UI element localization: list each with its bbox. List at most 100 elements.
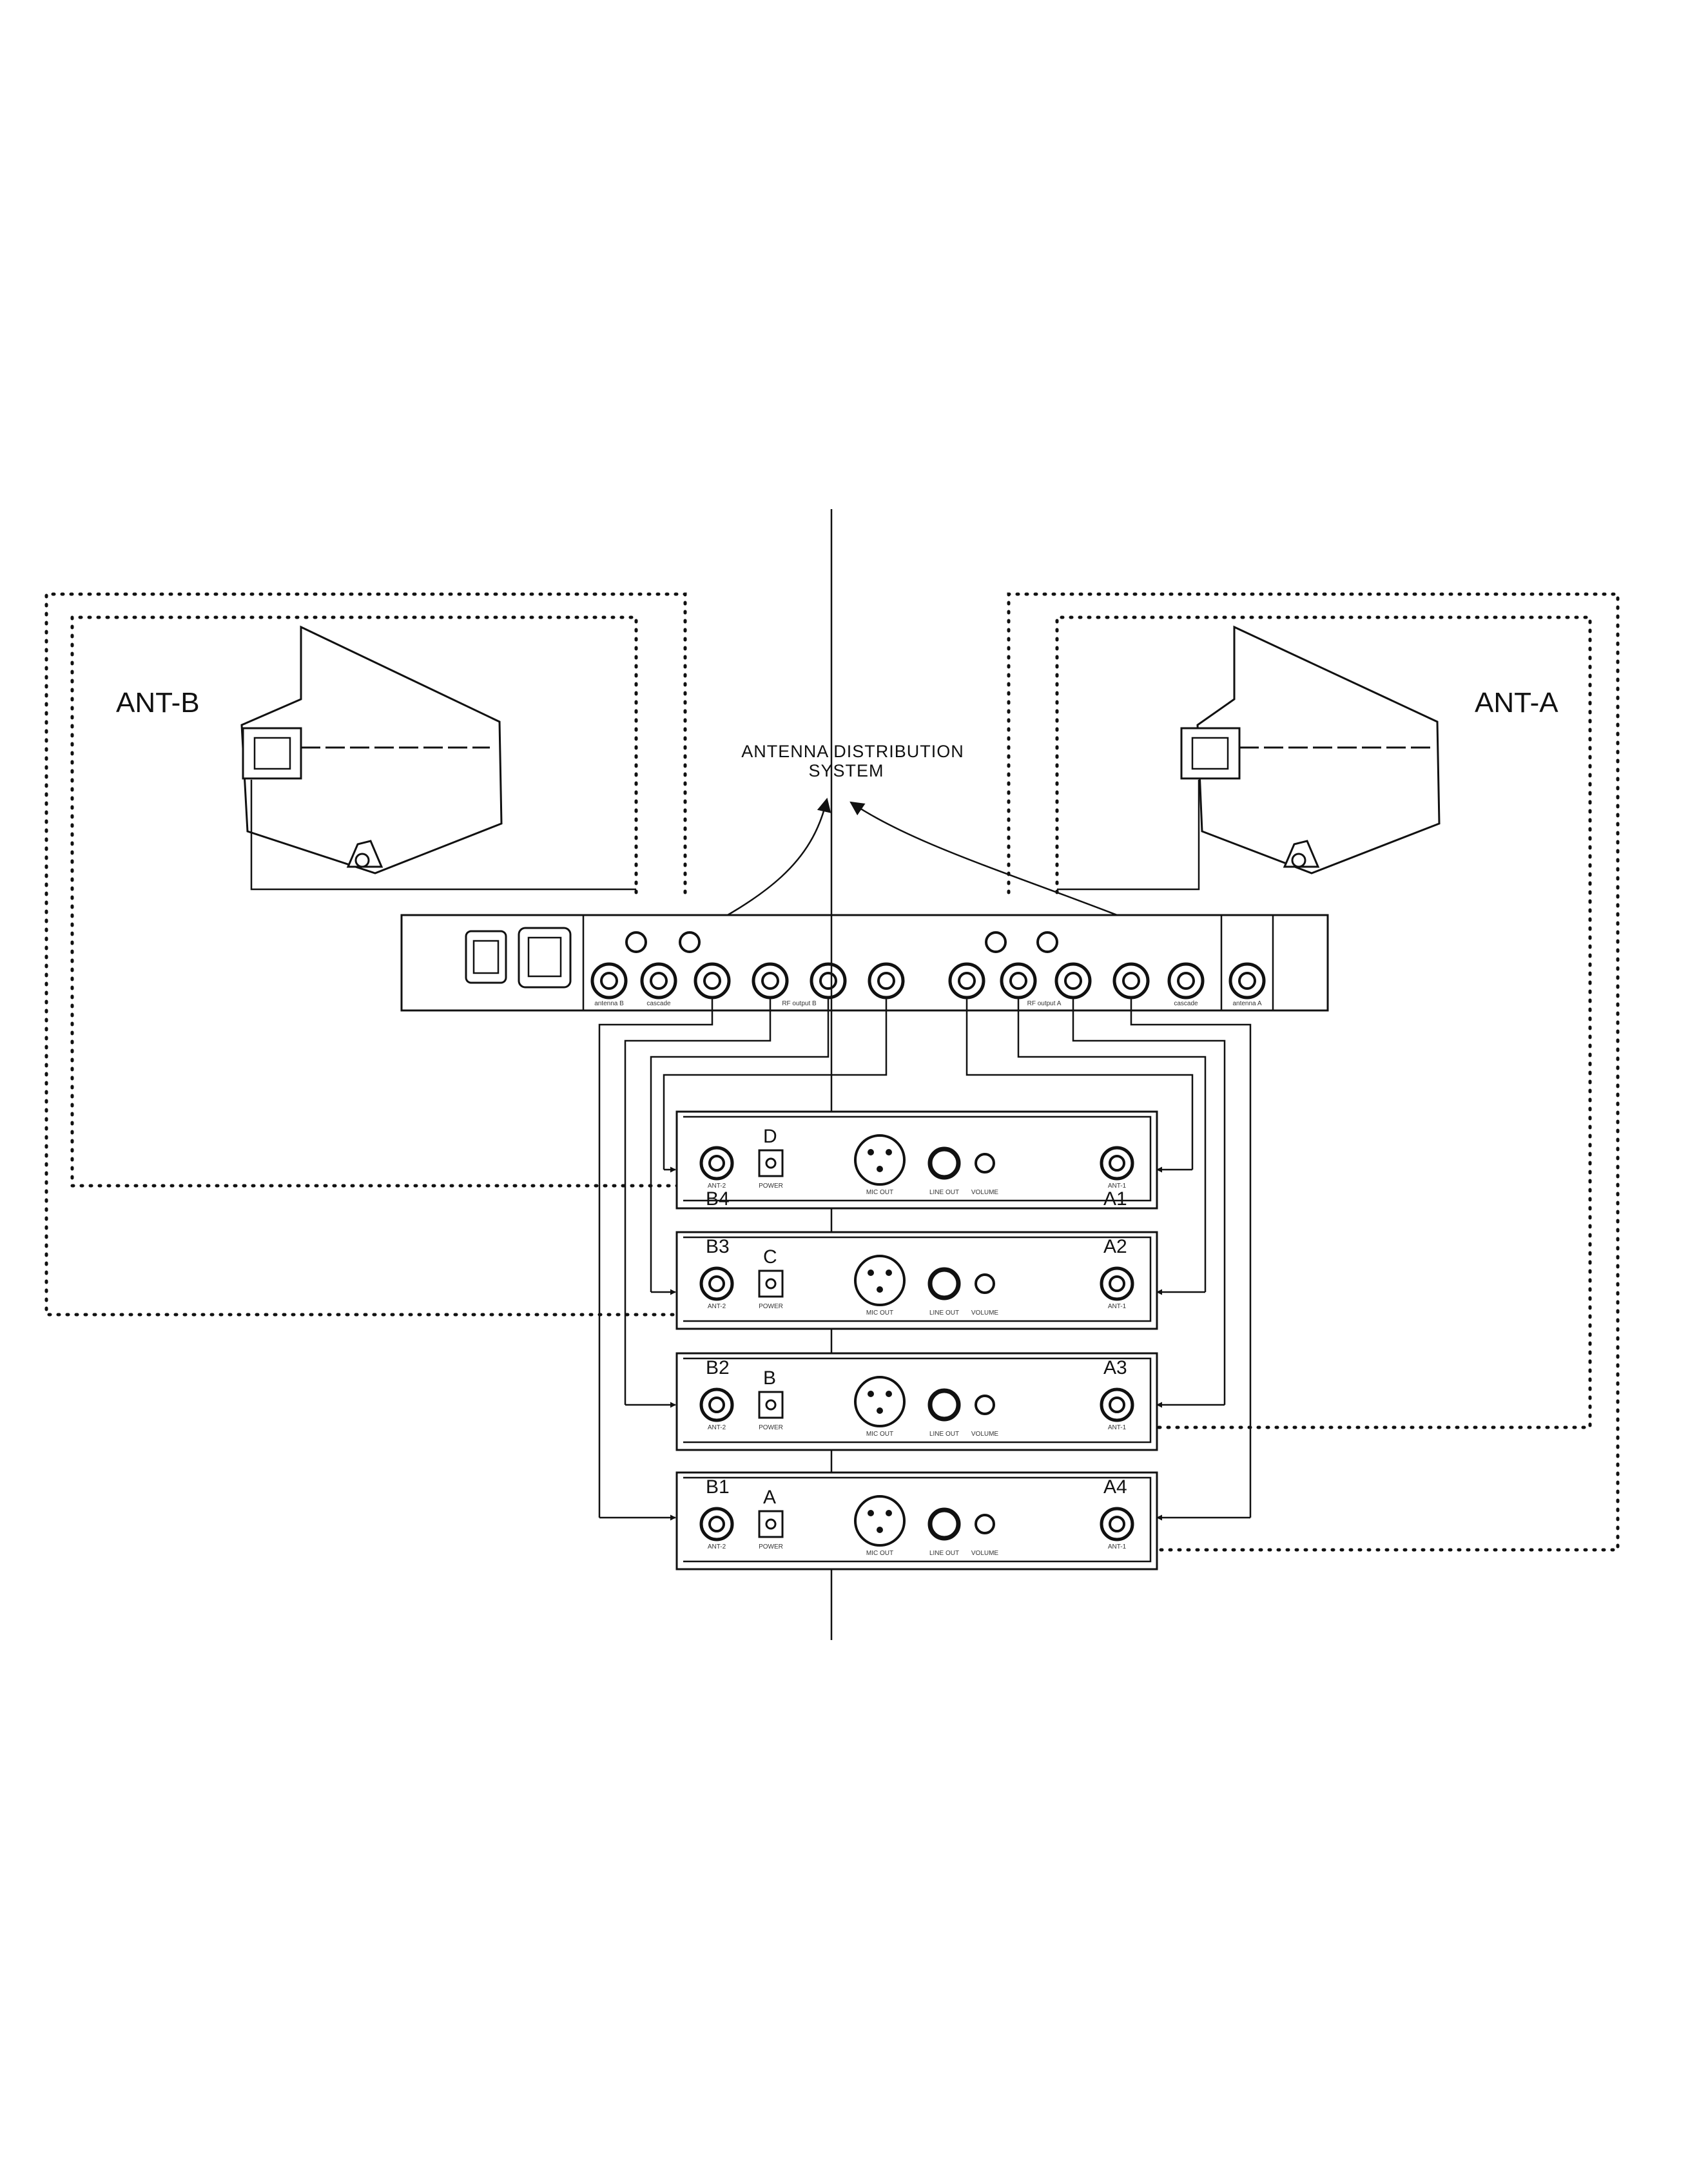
volume-knob-icon — [975, 1273, 995, 1294]
ant2-connector-core-icon — [708, 1155, 725, 1172]
receiver-front-panel — [683, 1115, 1152, 1202]
ant2-connector-core-icon — [708, 1396, 725, 1413]
ant1-label: ANT-1 — [1108, 1303, 1127, 1310]
receiver-left-id: B1 — [706, 1476, 730, 1498]
receiver-left-id: B2 — [706, 1357, 730, 1378]
mic-out-label: MIC OUT — [866, 1309, 893, 1317]
antenna-b-icon — [240, 625, 636, 891]
volume-knob-icon — [975, 1395, 995, 1415]
antenna-a-label: ANT-A — [1475, 687, 1558, 719]
iec-socket-icon — [518, 927, 572, 989]
receiver-right-id: A3 — [1103, 1357, 1127, 1378]
antenna-b-label: ANT-B — [116, 687, 200, 719]
xlr-pin-icon — [877, 1527, 883, 1533]
xlr-pin-icon — [886, 1270, 892, 1276]
volume-label: VOLUME — [971, 1189, 999, 1196]
mic-out-label: MIC OUT — [866, 1189, 893, 1196]
power-label: POWER — [759, 1183, 783, 1190]
receiver-power-id: C — [763, 1246, 777, 1268]
power-jack-icon — [758, 1510, 784, 1538]
ant2-connector-core-icon — [708, 1516, 725, 1532]
xlr-pin-icon — [868, 1270, 874, 1276]
ant2-connector-core-icon — [708, 1275, 725, 1292]
receiver-unit: B1 A4A ANT-2 POWER MIC OUT LINE OUT VOLUME ANT-… — [675, 1471, 1158, 1570]
line-out-label: LINE OUT — [929, 1550, 959, 1557]
power-jack-hole-icon — [765, 1399, 777, 1411]
receiver-body — [675, 1110, 1158, 1210]
xlr-pin-icon — [886, 1149, 892, 1155]
receiver-body — [675, 1352, 1158, 1451]
mic-out-xlr-icon — [854, 1134, 906, 1186]
volume-knob-icon — [975, 1514, 995, 1534]
ant2-label: ANT-2 — [708, 1424, 726, 1431]
ant1-connector-core-icon — [1109, 1516, 1125, 1532]
receiver-power-id: B — [763, 1367, 776, 1389]
ant1-label: ANT-1 — [1108, 1183, 1127, 1190]
power-jack-hole-icon — [765, 1157, 777, 1169]
power-label: POWER — [759, 1543, 783, 1550]
distribution-title-line1: ANTENNA DISTRIBUTION — [741, 742, 964, 761]
receiver-front-panel — [683, 1476, 1152, 1563]
xlr-pin-icon — [868, 1510, 874, 1516]
power-inlet-icon — [465, 930, 507, 984]
ant1-label: ANT-1 — [1108, 1424, 1127, 1431]
xlr-pin-icon — [877, 1166, 883, 1172]
ant1-connector-core-icon — [1109, 1155, 1125, 1172]
xlr-pin-icon — [877, 1286, 883, 1293]
power-label: POWER — [759, 1303, 783, 1310]
rack-cascade-b-label: cascade — [646, 1000, 671, 1007]
line-out-label: LINE OUT — [929, 1431, 959, 1438]
receiver-unit: B3 A2 C ANT-2 POWER MIC OUT LINE OUT VOLUME ANT-… — [675, 1231, 1158, 1330]
distribution-rack-unit: antenna B cascade RF output B RF output … — [400, 914, 1329, 1012]
mic-out-label: MIC OUT — [866, 1431, 893, 1438]
receiver-body — [675, 1471, 1158, 1570]
receiver-front-panel — [683, 1357, 1152, 1444]
mic-out-xlr-icon — [854, 1255, 906, 1306]
volume-label: VOLUME — [971, 1309, 999, 1317]
volume-knob-icon — [975, 1153, 995, 1173]
line-out-jack-icon — [927, 1388, 961, 1422]
mic-out-label: MIC OUT — [866, 1550, 893, 1557]
receiver-right-id: A1 — [1103, 1188, 1127, 1210]
power-jack-hole-icon — [765, 1278, 777, 1289]
antenna-a-outer-feed — [1007, 592, 1620, 1552]
ant2-label: ANT-2 — [708, 1303, 726, 1310]
line-out-jack-icon — [927, 1267, 961, 1300]
xlr-pin-icon — [877, 1407, 883, 1414]
rack-connectors-icon — [590, 931, 1266, 1000]
rack-rf-output-b-label: RF output B — [782, 1000, 817, 1007]
volume-label: VOLUME — [971, 1550, 999, 1557]
receiver-right-id: A4 — [1103, 1476, 1127, 1498]
receiver-front-panel — [683, 1236, 1152, 1322]
cables-b-side — [598, 998, 888, 1521]
receiver-left-id: B3 — [706, 1236, 730, 1257]
power-jack-hole-icon — [765, 1518, 777, 1530]
receiver-power-id: D — [763, 1126, 777, 1147]
receiver-right-id: A2 — [1103, 1236, 1127, 1257]
antenna-b-inner-feed — [70, 615, 730, 1188]
rack-antenna-a-label: antenna A — [1232, 1000, 1261, 1007]
line-out-label: LINE OUT — [929, 1189, 959, 1196]
xlr-pin-icon — [886, 1510, 892, 1516]
ant2-label: ANT-2 — [708, 1183, 726, 1190]
mic-out-xlr-icon — [854, 1495, 906, 1547]
line-out-jack-icon — [927, 1507, 961, 1541]
power-jack-icon — [758, 1149, 784, 1177]
receiver-unit: B2 A3 B ANT-2 POWER MIC OUT LINE OUT VOLUME ANT-… — [675, 1352, 1158, 1451]
antenna-b-outer-feed — [44, 592, 721, 1317]
mic-out-xlr-icon — [854, 1376, 906, 1427]
xlr-pin-icon — [868, 1391, 874, 1397]
receiver-body — [675, 1231, 1158, 1330]
cables-a-side — [966, 998, 1252, 1521]
receiver-power-id: A — [763, 1487, 776, 1508]
ant1-connector-core-icon — [1109, 1275, 1125, 1292]
volume-label: VOLUME — [971, 1431, 999, 1438]
ant2-label: ANT-2 — [708, 1543, 726, 1550]
line-out-label: LINE OUT — [929, 1309, 959, 1317]
ant1-label: ANT-1 — [1108, 1543, 1127, 1550]
power-label: POWER — [759, 1424, 783, 1431]
xlr-pin-icon — [886, 1391, 892, 1397]
